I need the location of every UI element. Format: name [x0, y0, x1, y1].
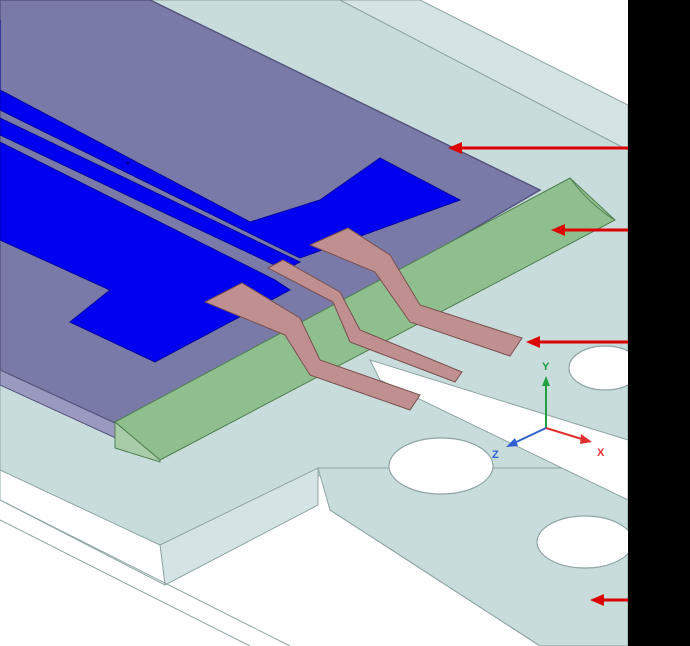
axis-z-label: Z — [492, 449, 499, 461]
metal-trace-upper — [0, 20, 462, 259]
trace-marker-dot — [126, 161, 130, 165]
axis-y-label: Y — [542, 361, 550, 373]
via-hole — [536, 515, 634, 569]
left-arrow-icon — [448, 142, 660, 154]
coordinate-triad-icon: Y X Z — [492, 361, 605, 461]
substrate-edge-line — [0, 499, 291, 646]
green-ramp-curve — [569, 177, 616, 221]
ribbon-bond-middle — [266, 259, 463, 383]
side-bar — [628, 0, 690, 646]
substrate-edge-line — [0, 519, 251, 646]
green-ramp-front — [114, 420, 161, 463]
axis-x-label: X — [597, 447, 605, 459]
substrate-edge-line — [329, 509, 541, 646]
via-hole — [388, 437, 494, 495]
ribbon-bond-right — [308, 227, 523, 357]
ribbon-bond-left — [203, 282, 421, 411]
substrate-left-lower — [0, 469, 166, 586]
